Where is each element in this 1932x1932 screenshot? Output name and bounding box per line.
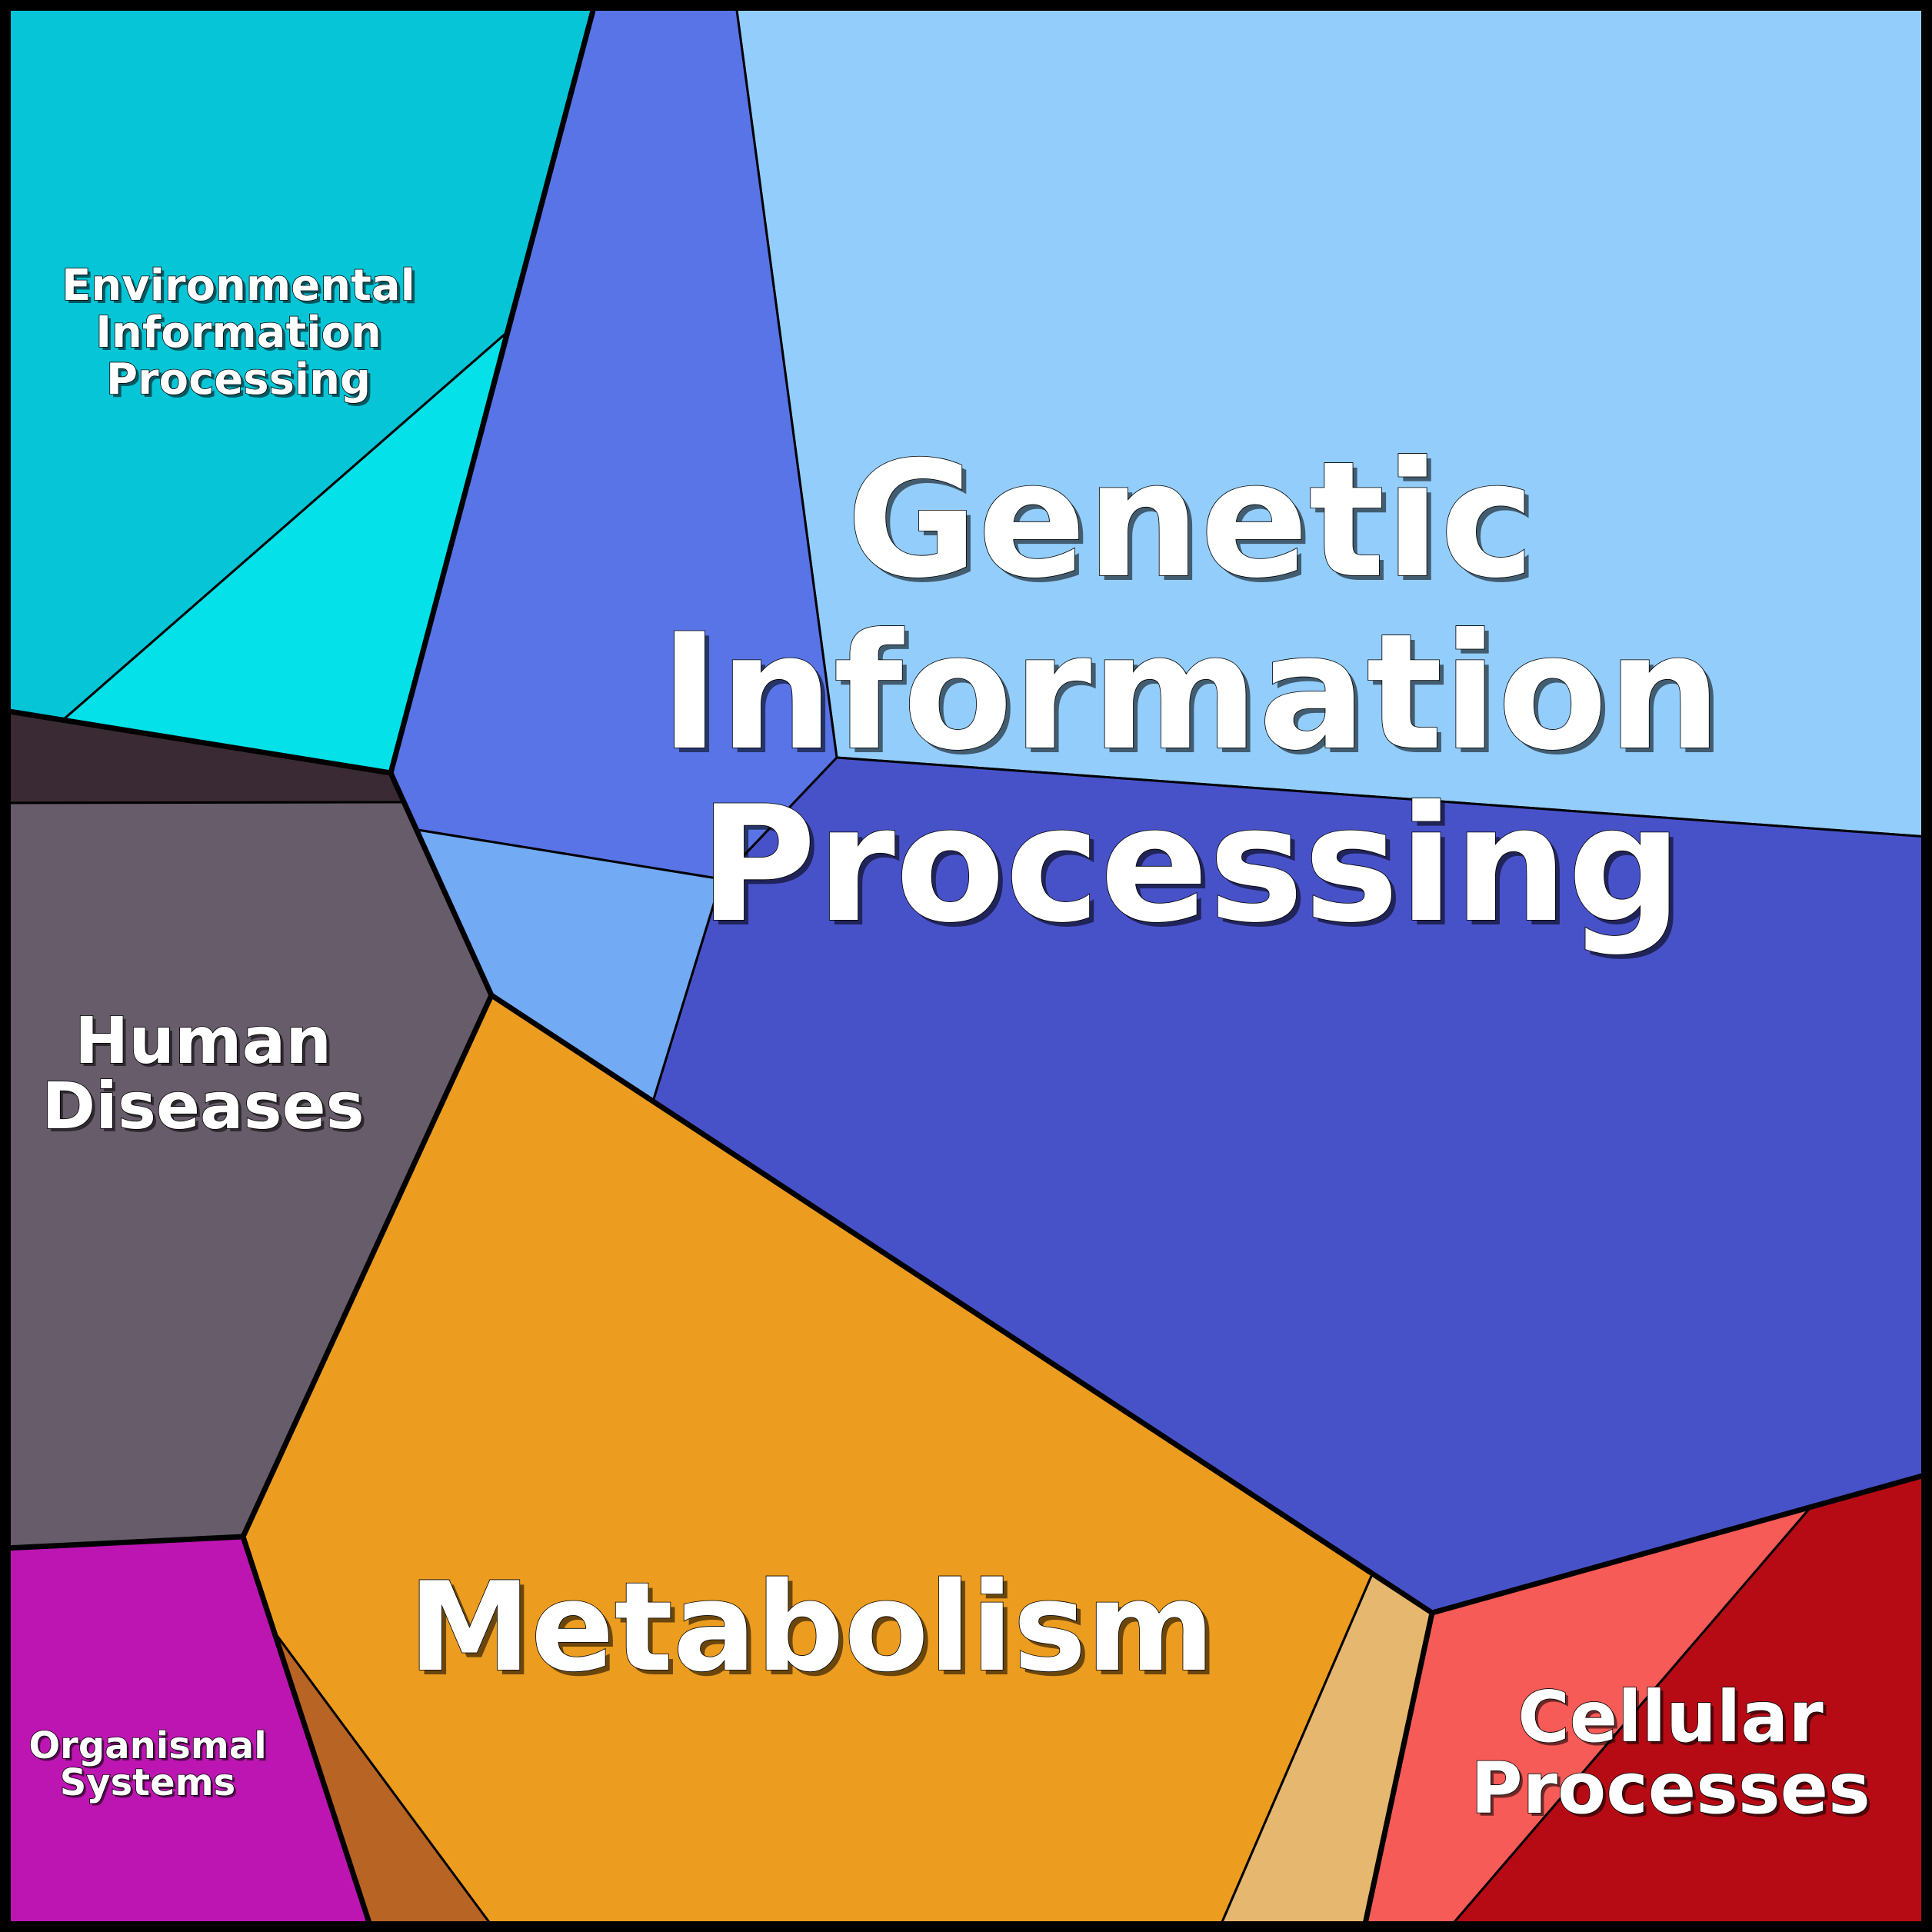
label-metabolism: Metabolism Metabolism	[408, 1554, 1219, 1704]
cells-genetic-information-processing	[389, 3, 1929, 1614]
boundary-environmental-human	[2, 708, 394, 776]
label-line: Environmental	[62, 261, 415, 311]
label-line: Human	[75, 1003, 331, 1078]
svg-text:Systems: Systems	[62, 1764, 238, 1807]
label-line: Information	[660, 600, 1721, 786]
label-line: Processing	[699, 772, 1682, 958]
label-line: Systems	[60, 1761, 236, 1804]
svg-text:Processing: Processing	[704, 777, 1687, 963]
svg-text:Diseases: Diseases	[45, 1071, 367, 1147]
boundary-human-organismal	[2, 1534, 246, 1551]
label-line: Information	[95, 308, 381, 358]
boundary-cellular-genetic	[1429, 1471, 1930, 1616]
label-genetic-information-processing: Genetic Information Processing Genetic I…	[659, 427, 1726, 963]
boundary-metabolism-genetic	[488, 992, 1435, 1616]
svg-text:Environmental: Environmental	[65, 264, 418, 314]
label-cellular-processes: Cellular Processes Cellular Processes	[1470, 1675, 1874, 1833]
boundary-human-metabolism	[240, 992, 495, 1540]
boundary-organismal-metabolism	[240, 1534, 374, 1930]
boundary-environmental-genetic	[388, 2, 598, 776]
label-line: Processing	[106, 355, 371, 405]
svg-text:Information: Information	[98, 311, 385, 361]
svg-text:Human: Human	[78, 1006, 335, 1081]
label-organismal-systems: Organismal Systems Organismal Systems	[28, 1724, 269, 1807]
svg-text:Organismal: Organismal	[31, 1727, 268, 1770]
svg-text:Cellular: Cellular	[1521, 1679, 1827, 1761]
svg-text:Metabolism: Metabolism	[413, 1560, 1219, 1704]
svg-text:Processing: Processing	[109, 358, 374, 408]
label-line: Diseases	[42, 1068, 364, 1144]
label-human-diseases: Human Diseases Human Diseases	[42, 1002, 368, 1147]
svg-text:Processes: Processes	[1474, 1750, 1874, 1833]
label-line: Cellular	[1517, 1676, 1824, 1758]
boundary-metabolism-cellular	[1361, 1610, 1435, 1930]
label-line: Processes	[1471, 1747, 1870, 1830]
boundary-human-genetic	[388, 770, 495, 998]
label-environmental-information-processing: Environmental Information Processing Env…	[61, 260, 418, 408]
label-line: Metabolism	[408, 1555, 1214, 1699]
svg-text:Information: Information	[665, 605, 1726, 791]
label-line: Organismal	[28, 1724, 266, 1767]
label-line: Genetic	[847, 428, 1535, 614]
svg-text:Genetic: Genetic	[851, 432, 1540, 618]
